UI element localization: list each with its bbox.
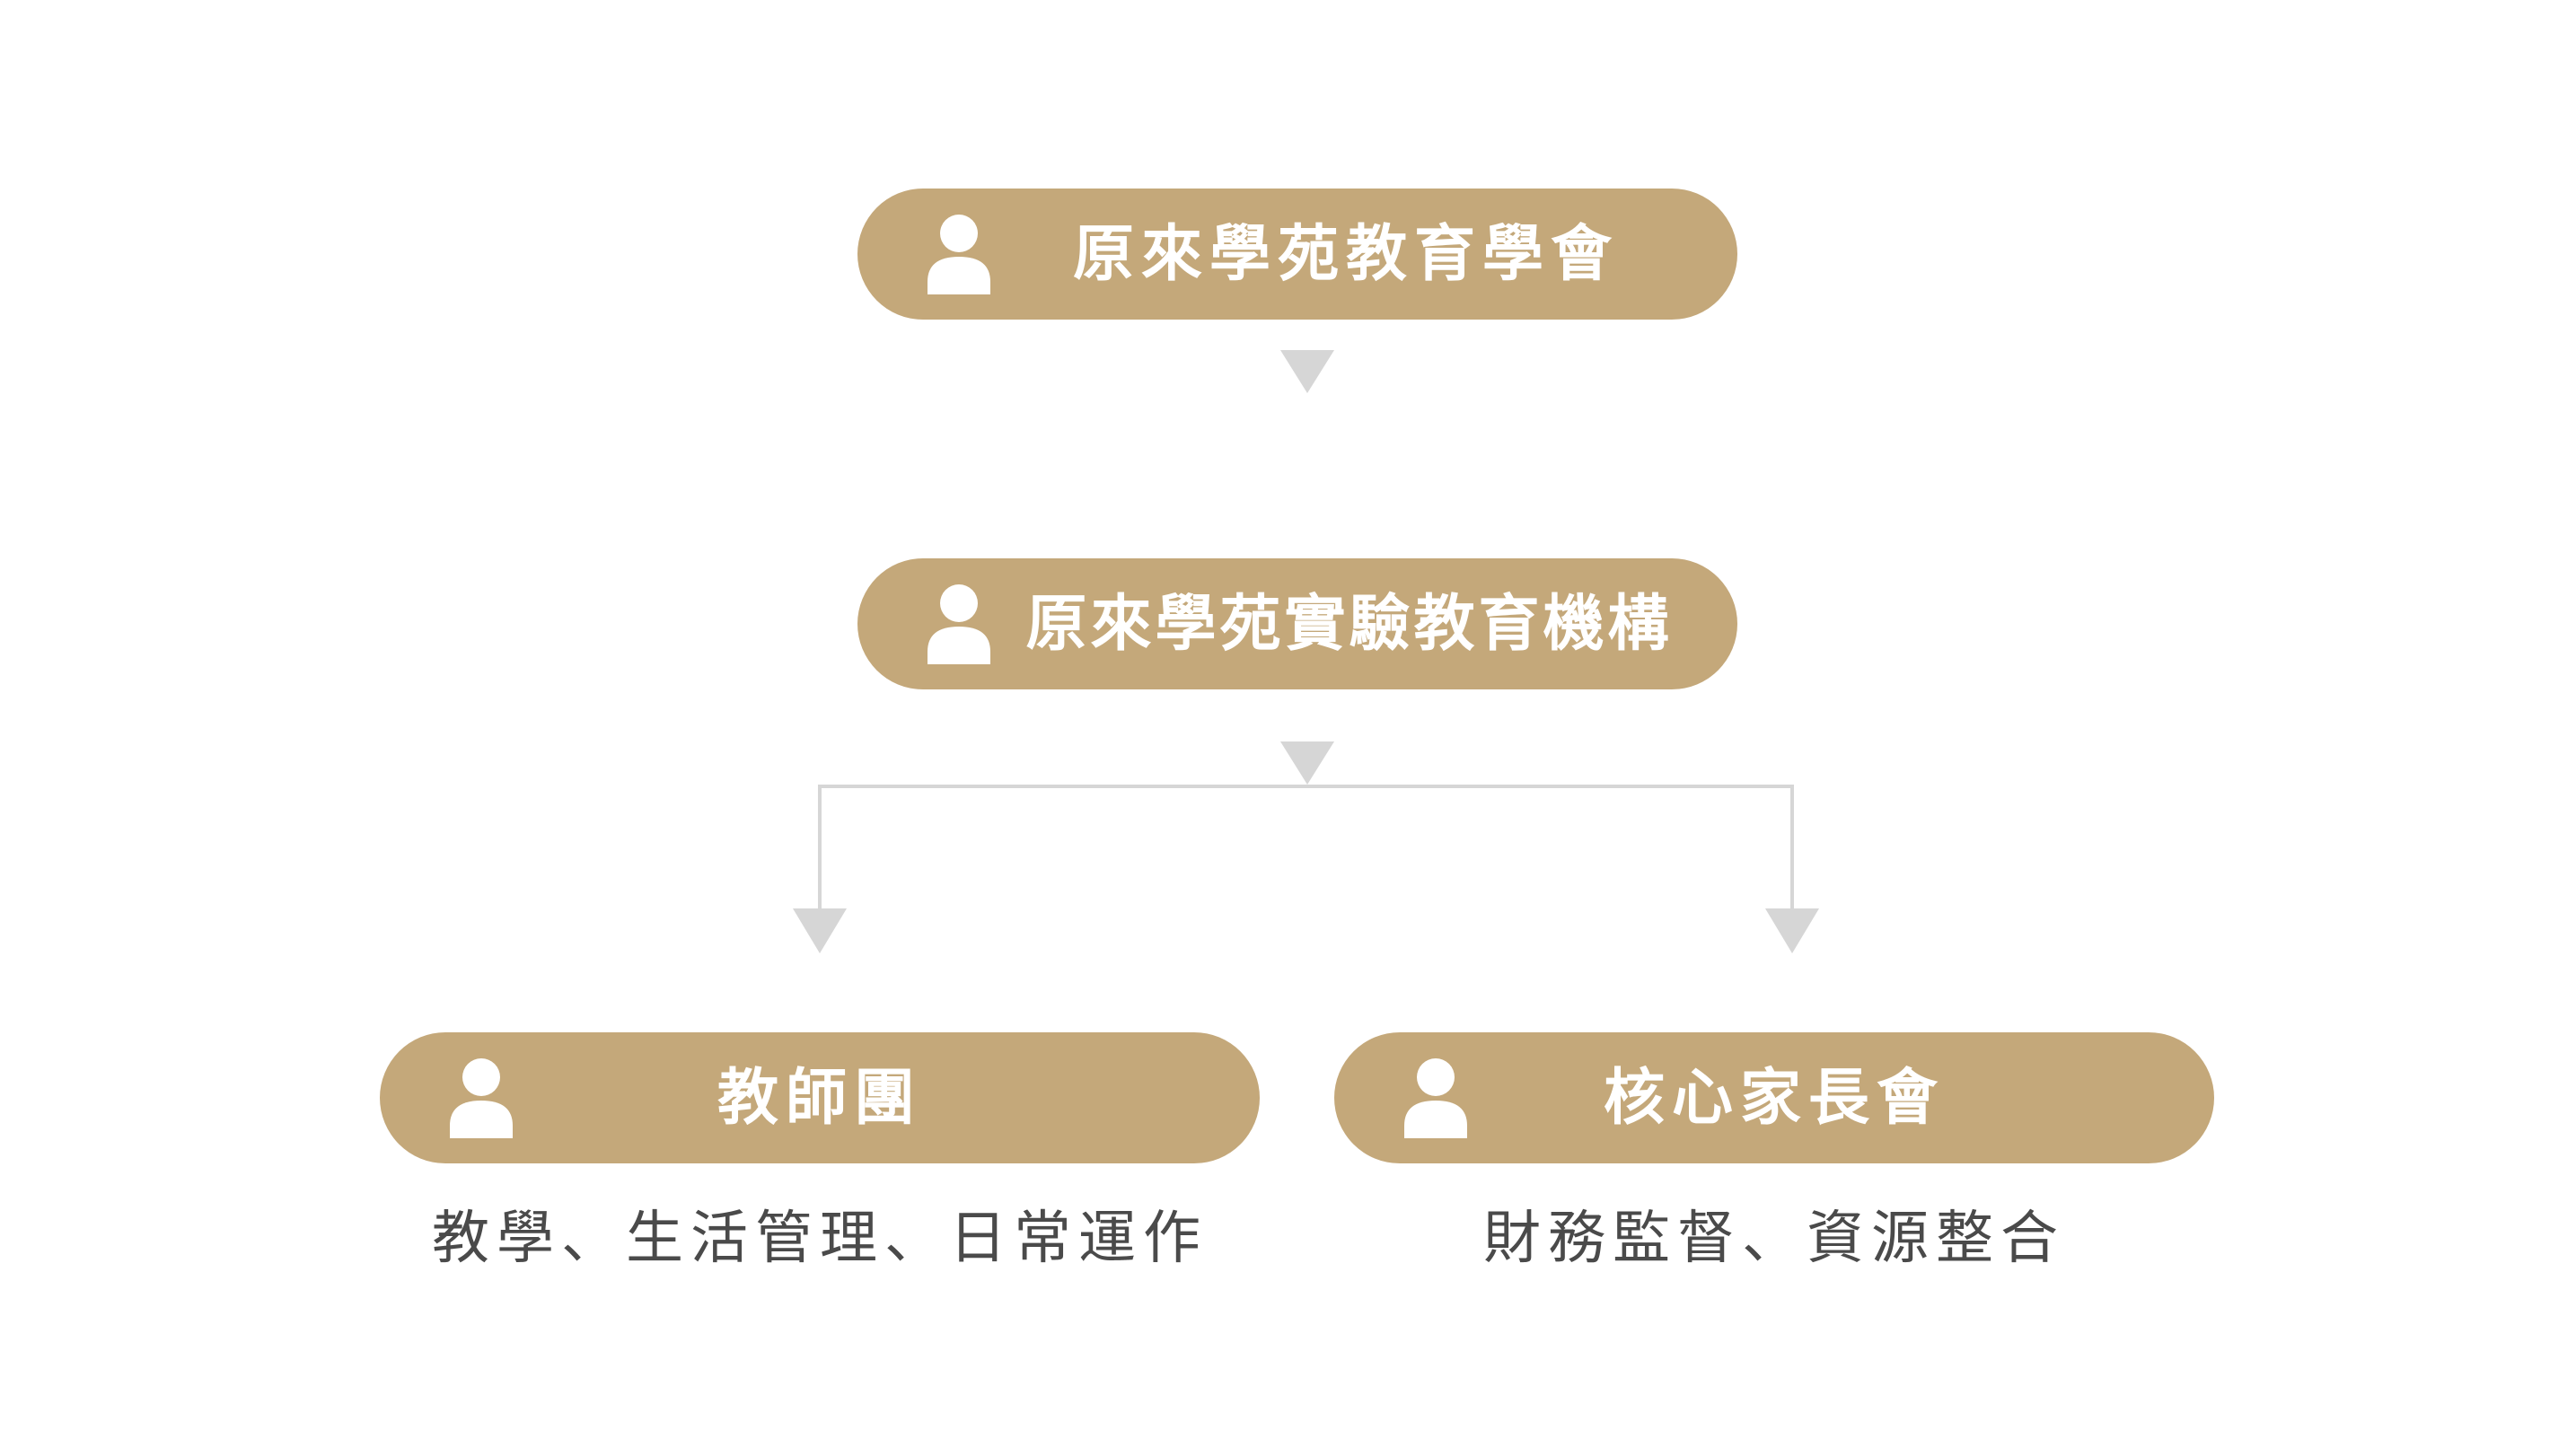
parents-description: 財務監督、資源整合 [1483,1206,2065,1272]
teachers-description: 教學、生活管理、日常運作 [432,1206,1208,1272]
person-icon [1404,1058,1467,1138]
arrow-association-to-institution [1280,350,1334,393]
node-teachers-label: 教師團 [717,1062,922,1134]
node-teachers: 教師團 [380,1032,1260,1163]
node-association: 原來學苑教育學會 [857,189,1737,320]
arrow-institution-down [1280,741,1334,785]
branch-line [818,785,1794,908]
node-parents: 核心家長會 [1334,1032,2214,1163]
node-institution-label: 原來學苑實驗教育機構 [1025,588,1673,660]
node-parents-label: 核心家長會 [1603,1062,1945,1134]
person-icon [928,584,990,664]
node-association-label: 原來學苑教育學會 [1073,218,1620,290]
arrow-to-teachers [793,908,847,953]
person-icon [450,1058,513,1138]
node-institution: 原來學苑實驗教育機構 [857,558,1737,689]
person-icon [928,215,990,294]
arrow-to-parents [1765,908,1819,953]
